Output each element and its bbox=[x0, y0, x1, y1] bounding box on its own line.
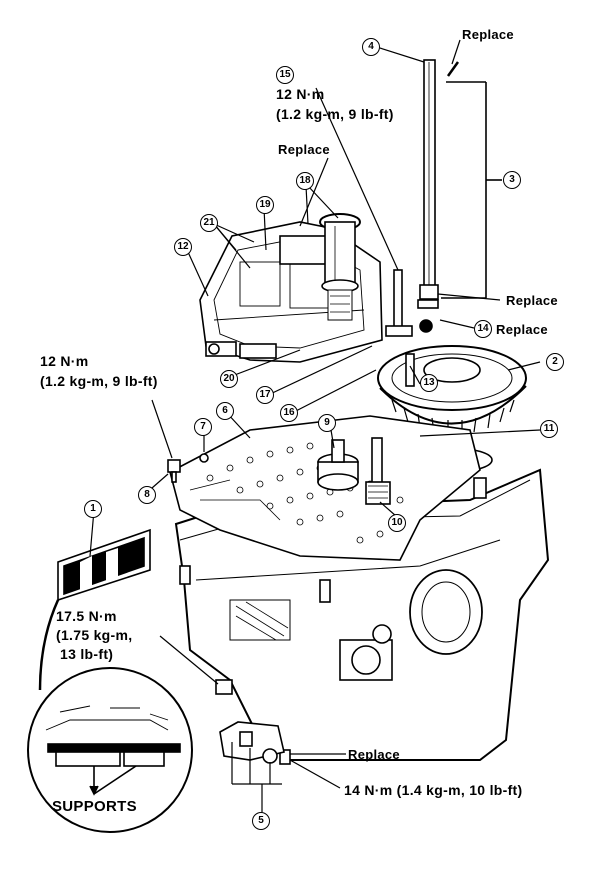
bolts bbox=[167, 453, 291, 765]
callout-16: 16 bbox=[280, 404, 298, 422]
regulator-housing bbox=[279, 213, 413, 337]
leader-lines bbox=[89, 39, 541, 812]
callout-15: 15 bbox=[276, 66, 294, 84]
torque-label-5: 14 N·m (1.4 kg-m, 10 lb-ft) bbox=[344, 782, 523, 798]
callout-4: 4 bbox=[362, 38, 380, 56]
oil-filter bbox=[57, 528, 151, 602]
torque-label-15-line2: (1.2 kg-m, 9 lb-ft) bbox=[276, 106, 394, 122]
shaft-gears bbox=[317, 437, 391, 505]
torque-label-15-line1: 12 N·m bbox=[276, 86, 325, 102]
torque-label-plug-line1: 17.5 N·m bbox=[56, 608, 117, 624]
torque-label-plug-line2: (1.75 kg-m, bbox=[56, 627, 133, 643]
callout-12: 12 bbox=[174, 238, 192, 256]
callout-21: 21 bbox=[200, 214, 218, 232]
torque-label-8-line2: (1.2 kg-m, 9 lb-ft) bbox=[40, 373, 158, 389]
replace-label-clip: Replace bbox=[506, 293, 558, 308]
callout-13: 13 bbox=[420, 374, 438, 392]
callout-3: 3 bbox=[503, 171, 521, 189]
supports-inset bbox=[27, 667, 193, 833]
callout-17: 17 bbox=[256, 386, 274, 404]
supports-label: SUPPORTS bbox=[52, 798, 137, 815]
callout-9: 9 bbox=[318, 414, 336, 432]
replace-label-shaft: Replace bbox=[462, 27, 514, 42]
replace-label-14: Replace bbox=[496, 322, 548, 337]
callout-5: 5 bbox=[252, 812, 270, 830]
replace-label-18: Replace bbox=[278, 142, 330, 157]
inset-arrow bbox=[38, 599, 60, 691]
callout-6: 6 bbox=[216, 402, 234, 420]
callout-19: 19 bbox=[256, 196, 274, 214]
callout-7: 7 bbox=[194, 418, 212, 436]
callout-10: 10 bbox=[388, 514, 406, 532]
callout-18: 18 bbox=[296, 172, 314, 190]
callout-2: 2 bbox=[546, 353, 564, 371]
torque-label-8-line1: 12 N·m bbox=[40, 353, 89, 369]
callout-8: 8 bbox=[138, 486, 156, 504]
torque-label-plug-line3: 13 lb-ft) bbox=[60, 646, 114, 662]
callout-14: 14 bbox=[474, 320, 492, 338]
callout-20: 20 bbox=[220, 370, 238, 388]
shaft-assembly bbox=[417, 59, 502, 333]
replace-label-bracket: Replace bbox=[348, 747, 400, 762]
callout-11: 11 bbox=[540, 420, 558, 438]
callout-1: 1 bbox=[84, 500, 102, 518]
